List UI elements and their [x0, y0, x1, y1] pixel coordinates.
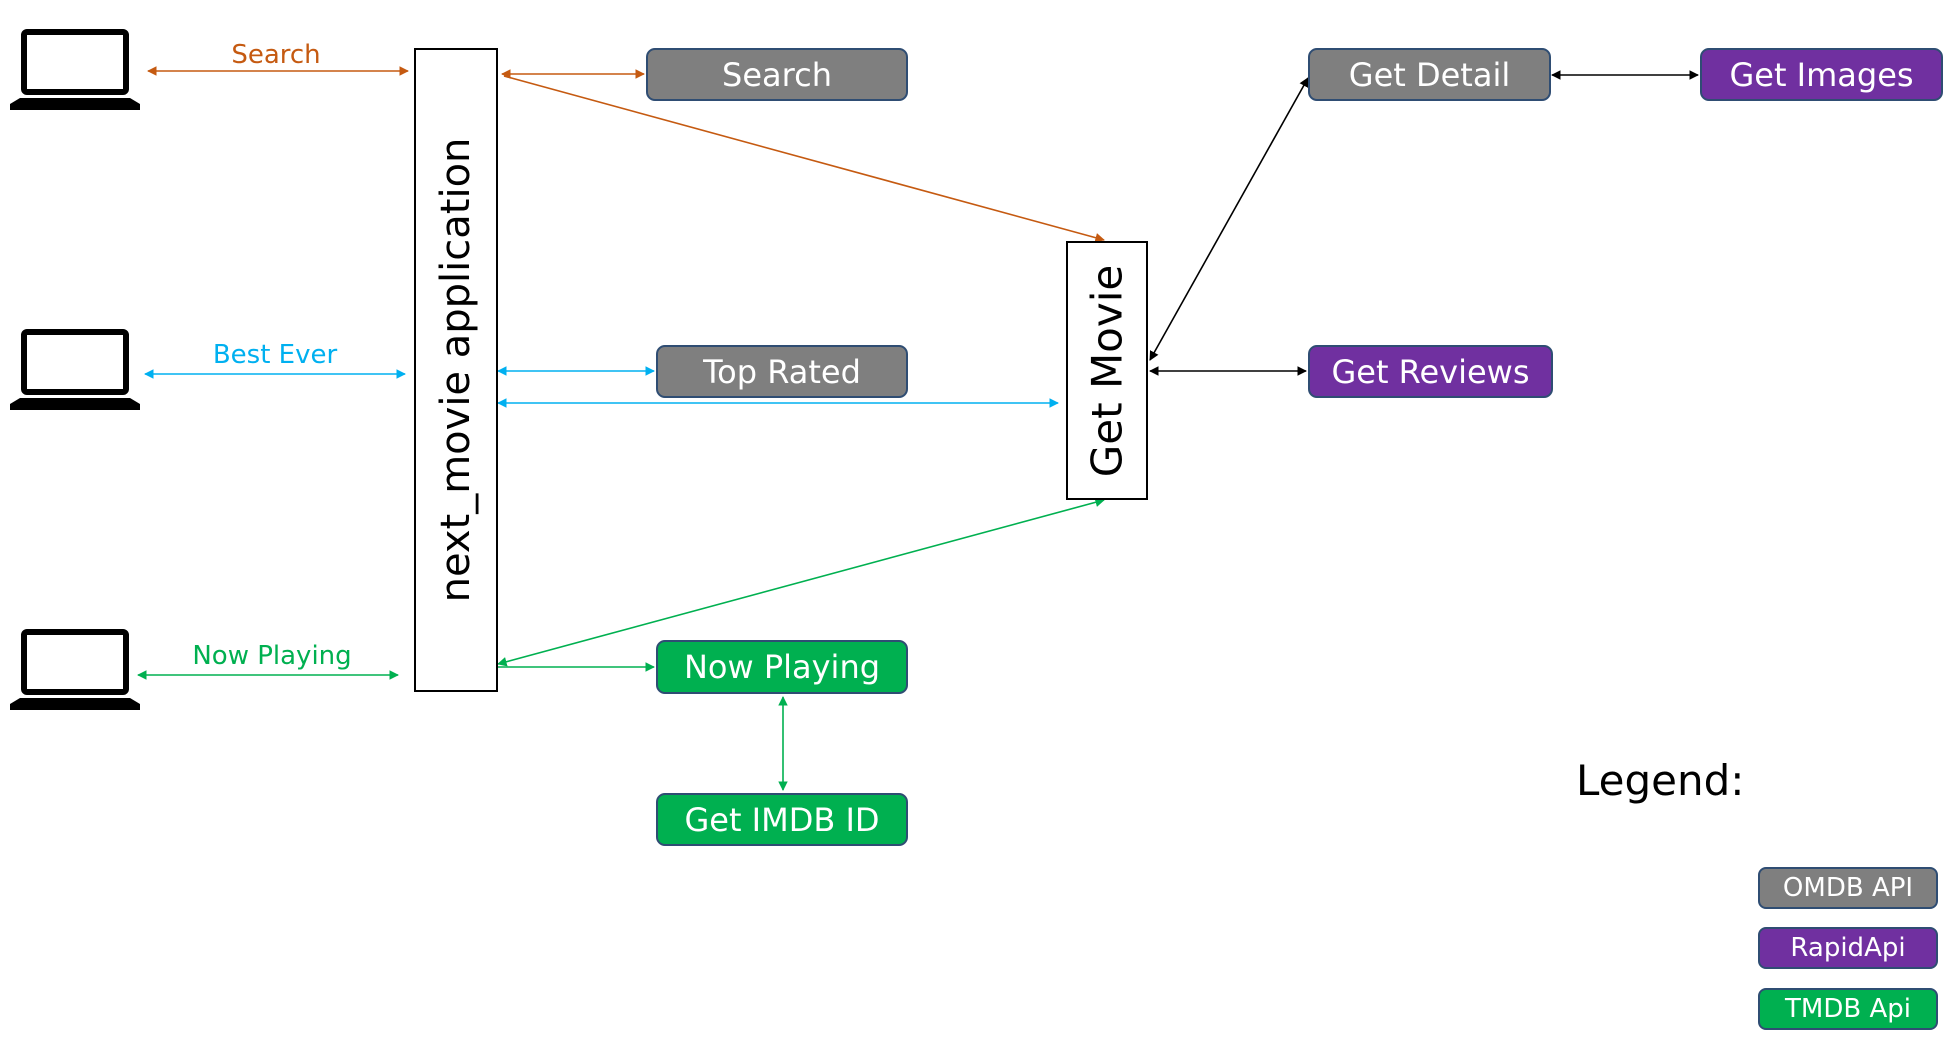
edge-label-now-playing: Now Playing: [192, 641, 352, 671]
app-label: next_movie application: [433, 137, 479, 603]
edge-app-getmovie-now: [497, 497, 1105, 667]
legend-rapidapi: RapidApi: [1758, 927, 1938, 969]
legend-tmdb: TMDB Api: [1758, 988, 1938, 1030]
edge-label-search: Search: [231, 40, 321, 70]
laptop-icon: [10, 629, 140, 710]
laptop-icon: [10, 29, 140, 110]
app-box: next_movie application: [414, 48, 498, 692]
node-get-imdb-id: Get IMDB ID: [656, 793, 908, 846]
legend-title: Legend:: [1576, 756, 1745, 805]
get-movie-label: Get Movie: [1082, 264, 1132, 477]
node-now-playing: Now Playing: [656, 640, 908, 694]
edge-app-getmovie-search: [503, 75, 1105, 243]
node-get-images: Get Images: [1700, 48, 1943, 101]
node-get-detail: Get Detail: [1308, 48, 1551, 101]
get-movie-box: Get Movie: [1066, 241, 1148, 500]
node-top-rated: Top Rated: [656, 345, 908, 398]
edge-getmovie-detail: [1149, 77, 1309, 361]
legend-omdb: OMDB API: [1758, 867, 1938, 909]
edge-label-best-ever: Best Ever: [212, 340, 338, 370]
node-get-reviews: Get Reviews: [1308, 345, 1553, 398]
node-search: Search: [646, 48, 908, 101]
laptop-icon: [10, 329, 140, 410]
